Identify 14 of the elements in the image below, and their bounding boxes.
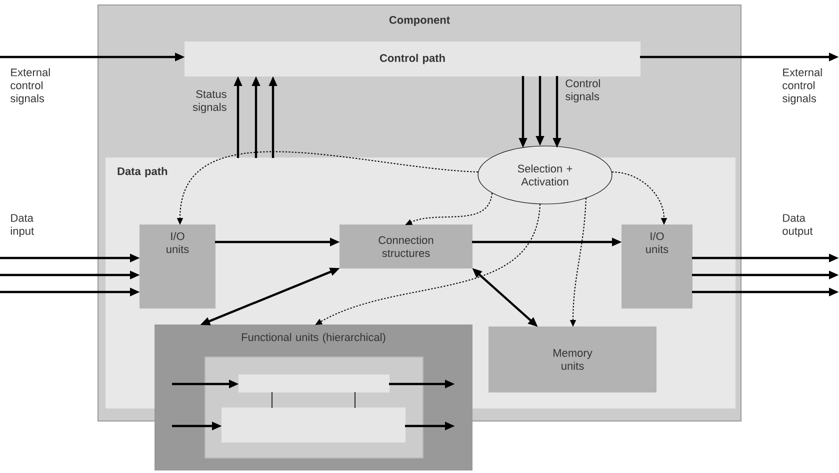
unit-bar	[238, 374, 390, 392]
signal-label: Control signals	[566, 79, 600, 102]
unit-box: I/O units	[140, 224, 216, 308]
unit-box: Connection structures	[340, 224, 472, 268]
signal-label: External control signals	[782, 68, 822, 104]
control-path-box: Control path	[184, 42, 640, 76]
signal-label: Data output	[782, 214, 813, 238]
signal-label: Data input	[10, 214, 34, 238]
signal-label: Status signals	[192, 90, 226, 114]
memory-box: Memory units	[488, 326, 656, 392]
unit-box: I/O units	[622, 224, 692, 308]
unit-bar	[222, 408, 406, 442]
connector-line	[354, 392, 356, 408]
signal-label: External control signals	[10, 68, 50, 104]
